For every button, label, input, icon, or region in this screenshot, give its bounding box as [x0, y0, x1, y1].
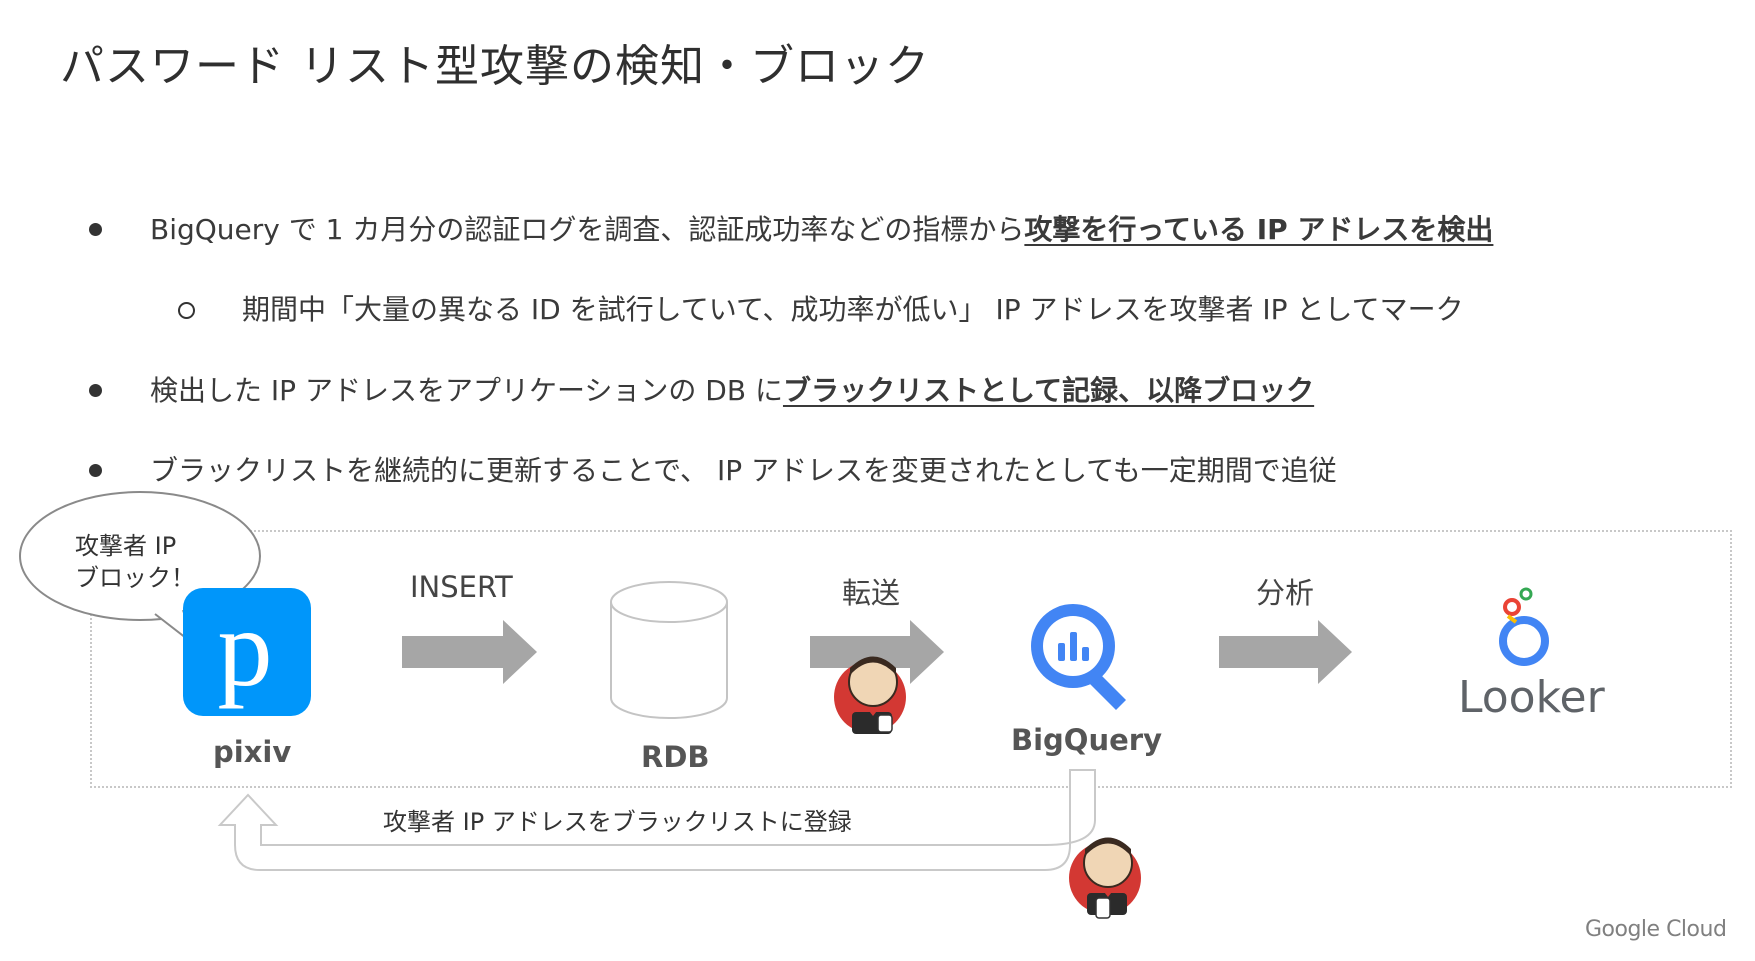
google-cloud-logo: Google Cloud — [1585, 917, 1727, 942]
feedback-arrow — [217, 769, 1096, 871]
edge-label-analyze: 分析 — [1256, 576, 1315, 610]
sub-bullet-circle — [178, 302, 195, 319]
sub-bullet-1: 期間中「大量の異なる ID を試行していて、成功率が低い」 IP アドレスを攻撃… — [242, 293, 1464, 326]
bullet-2-emphasis: ブラックリストとして記録、以降ブロック — [782, 374, 1315, 407]
bubble-line-1: 攻撃者 IP — [75, 532, 177, 560]
bubble-line-2: ブロック！ — [75, 564, 195, 592]
database-cylinder-icon — [610, 581, 728, 719]
arrow-analyze — [1219, 620, 1352, 684]
slide-title: パスワード リスト型攻撃の検知・ブロック — [60, 41, 930, 92]
bullet-1-emphasis: 攻撃を行っている IP アドレスを検出 — [1024, 213, 1494, 246]
bullet-2-text: 検出した IP アドレスをアプリケーションの DB に — [150, 374, 783, 407]
pixiv-logo-icon: p — [183, 587, 311, 716]
node-label-pixiv: pixiv — [213, 735, 292, 769]
bullet-3: ブラックリストを継続的に更新することで、 IP アドレスを変更されたとしても一定… — [150, 454, 1337, 487]
jenkins-mascot-icon — [1069, 837, 1141, 919]
bullet-dot-2 — [89, 384, 102, 397]
arrow-insert — [402, 620, 537, 684]
jenkins-mascot-icon — [834, 656, 906, 734]
arrow-transfer — [810, 620, 944, 684]
bullet-1-text: BigQuery で 1 カ月分の認証ログを調査、認証成功率などの指標から — [150, 213, 1025, 246]
bullet-2: 検出した IP アドレスをアプリケーションの DB にブラックリストとして記録、… — [150, 369, 1314, 409]
edge-label-insert: INSERT — [410, 570, 513, 604]
feedback-label: 攻撃者 IP アドレスをブラックリストに登録 — [383, 808, 852, 836]
node-label-rdb: RDB — [641, 740, 710, 774]
node-label-bigquery: BigQuery — [1011, 723, 1162, 757]
node-label-looker: Looker — [1458, 672, 1605, 723]
speech-bubble — [19, 491, 261, 648]
bubble-text: 攻撃者 IP ブロック！ — [75, 530, 195, 594]
bullet-1: BigQuery で 1 カ月分の認証ログを調査、認証成功率などの指標から攻撃を… — [150, 208, 1493, 248]
edge-label-transfer: 転送 — [842, 576, 901, 610]
svg-text:p: p — [218, 587, 273, 709]
bigquery-logo-icon — [1031, 604, 1126, 710]
diagram-frame — [90, 530, 1732, 788]
bullet-dot-3 — [89, 464, 102, 477]
bullet-dot-1 — [89, 223, 102, 236]
looker-logo-icon — [1499, 587, 1549, 666]
